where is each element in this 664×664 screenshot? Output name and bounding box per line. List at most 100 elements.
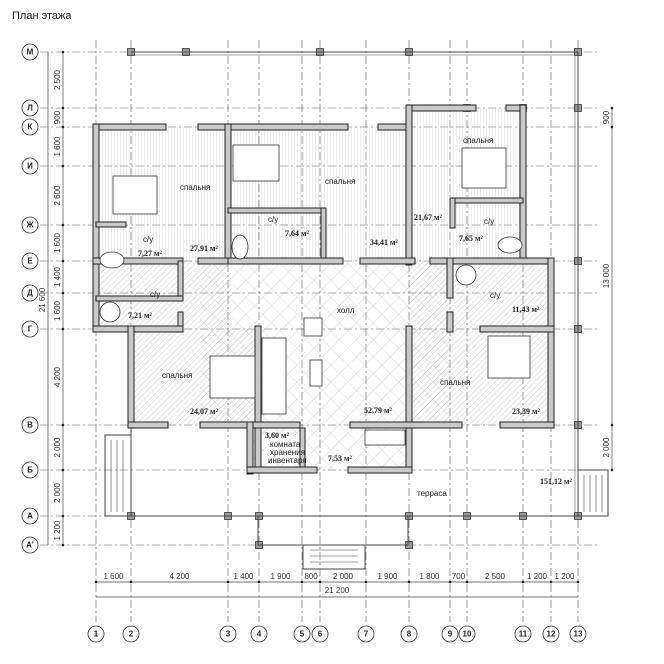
axis-circle [219,625,237,643]
axis-marker-Б: Б [21,461,39,479]
axis-marker-И: И [21,157,39,175]
axis-label: 6 [318,630,323,639]
room-labels: спальня 27,91 м² с/у 7,27 м² с/у 7,64 м²… [128,136,572,498]
bathtub-ne [497,236,523,254]
axis-circle [21,507,39,525]
axis-label: Е [27,257,33,266]
coffee-table [309,359,323,387]
dim-tick [576,580,580,584]
axis-label: 8 [407,630,412,639]
dim-label: 2 000 [53,437,62,458]
axis-circle [250,625,268,643]
dim-tick [521,580,525,584]
axis-label: 3 [226,630,231,639]
room-area: 23,39 м² [512,407,540,416]
dim-label: 1 900 [377,572,398,581]
axis-marker-9: 9 [441,625,459,643]
axis-circle [21,252,39,270]
axis-circle [21,320,39,338]
dim-label: 1 800 [419,572,440,581]
axis-circle [87,625,105,643]
dim-tick [61,50,65,54]
axis-circle [514,625,532,643]
dim-label: 2 600 [53,185,62,206]
dim-tick [407,580,411,584]
room-name: спальня [325,177,355,186]
dim-tick [226,580,230,584]
dim-tick [610,106,614,110]
axis-label: В [27,421,33,430]
furniture [99,144,531,446]
dim-tick [549,580,553,584]
dim-label: 2 500 [485,572,506,581]
room-area: 3,60 м² [265,431,289,440]
axis-marker-1: 1 [87,625,105,643]
axis-marker-5: 5 [293,625,311,643]
axis-label: И [27,162,33,171]
room-name: хранения [270,448,305,457]
dim-tick [61,468,65,472]
room-name: с/у [484,217,494,226]
room-area: 7,64 м² [285,229,309,238]
axis-label: А [27,512,33,521]
axis-marker-3: 3 [219,625,237,643]
dim-label: 4 200 [53,366,62,387]
axis-circle [542,625,560,643]
axis-marker-11: 11 [514,625,532,643]
axis-marker-Ж: Ж [21,216,39,234]
dim-tick [610,125,614,129]
dim-tick [61,259,65,263]
bathtub-n [231,234,249,260]
axis-label: 1 [94,630,99,639]
axis-marker-М: М [21,43,39,61]
dim-total-label: 21 600 [38,287,47,312]
axis-label: Л [27,104,33,113]
dim-label: 1 600 [53,300,62,321]
room-name: комната [270,440,301,449]
axis-label: Б [27,466,33,475]
room-area: 27,91 м² [190,244,218,253]
dim-tick [61,514,65,518]
axis-label: 12 [547,630,556,639]
dim-tick [61,106,65,110]
dim-tick [610,468,614,472]
room-area: 151,12 м² [540,477,572,486]
dim-label: 700 [452,572,466,581]
room-name: с/у [490,291,500,300]
dim-label: 1 200 [554,572,575,581]
plan-title: План этажа [12,10,72,22]
bathtub-nw [99,251,125,269]
axis-circle [21,461,39,479]
axis-circle [458,625,476,643]
dim-label: 1 400 [233,572,254,581]
dim-label: 900 [602,110,611,124]
axis-marker-7: 7 [357,625,375,643]
dim-tick [61,291,65,295]
dim-label: 2 500 [53,69,62,90]
dim-tick [129,580,133,584]
dim-label: 1 200 [53,520,62,541]
axis-marker-Л: Л [21,99,39,117]
room-area: 52,79 м² [364,406,392,415]
axis-label: 5 [300,630,305,639]
bed-n [232,144,280,182]
dim-tick [257,580,261,584]
axis-marker-6: 6 [311,625,329,643]
axis-circle [21,284,39,302]
axis-circle [21,536,39,554]
room-area: 7,21 м² [128,311,152,320]
axis-circle [21,416,39,434]
dim-tick [448,580,452,584]
axis-marker-В: В [21,416,39,434]
bed-ne [461,147,507,189]
axis-marker-Г: Г [21,320,39,338]
room-area: 11,43 м² [512,305,540,314]
axis-circle [21,43,39,61]
dim-label: 4 200 [169,572,190,581]
axis-label: Д [27,289,33,298]
axis-label: М [27,48,34,57]
side-steps-east [577,469,609,517]
dim-label: 900 [53,110,62,124]
room-name: спальня [180,183,210,192]
room-name: спальня [463,136,493,145]
